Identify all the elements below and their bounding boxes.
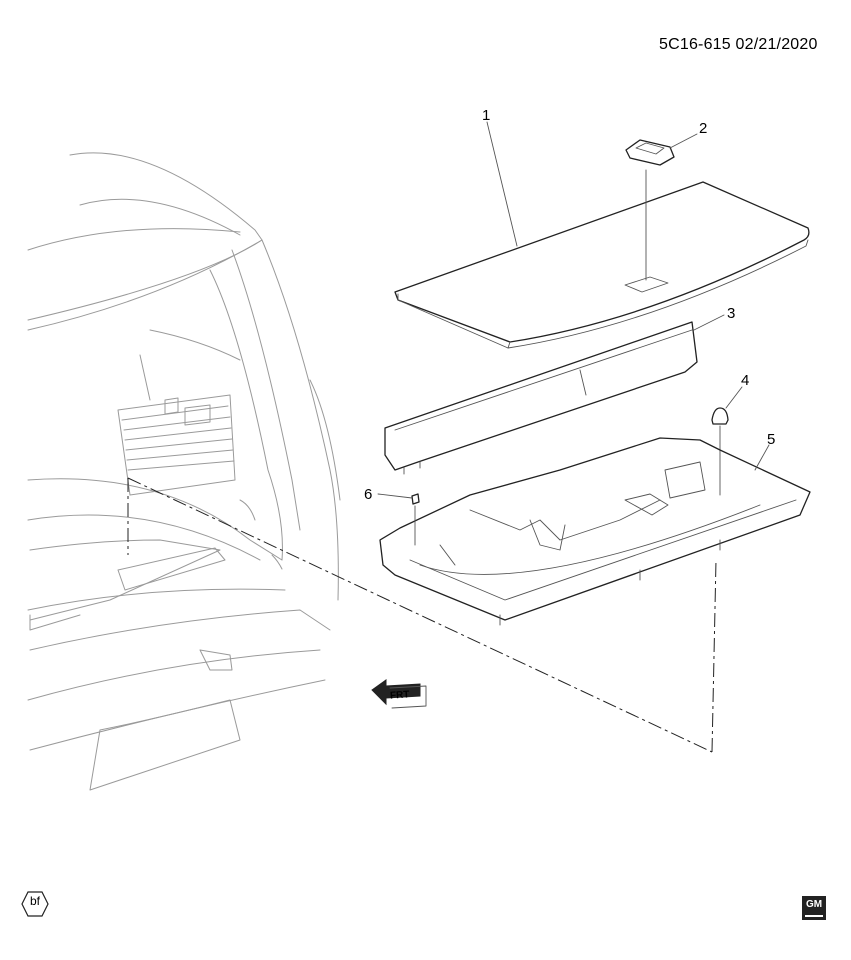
front-direction-label: FRT xyxy=(389,689,410,702)
part-4-cap xyxy=(711,407,729,496)
part-3-divider xyxy=(384,321,698,475)
location-lines xyxy=(127,477,717,753)
part-2-handle xyxy=(625,139,675,281)
part-5-storage-tray xyxy=(379,437,811,626)
vehicle-rear-outline xyxy=(27,152,341,791)
callout-5: 5 xyxy=(767,431,775,448)
callout-1: 1 xyxy=(482,107,490,124)
front-direction-arrow-icon xyxy=(371,679,427,709)
callout-3: 3 xyxy=(727,305,735,322)
callout-2: 2 xyxy=(699,120,707,137)
callout-leaders xyxy=(377,121,770,499)
part-6-clip xyxy=(411,493,420,546)
gm-logo: GM xyxy=(802,896,826,920)
bf-hexagon-icon xyxy=(21,891,49,917)
callout-6: 6 xyxy=(364,486,372,503)
diagram-reference-code: 5C16-615 02/21/2020 xyxy=(659,36,818,53)
callout-4: 4 xyxy=(741,372,749,389)
part-1-load-floor-panel xyxy=(394,181,810,349)
bf-label: bf xyxy=(29,894,40,908)
